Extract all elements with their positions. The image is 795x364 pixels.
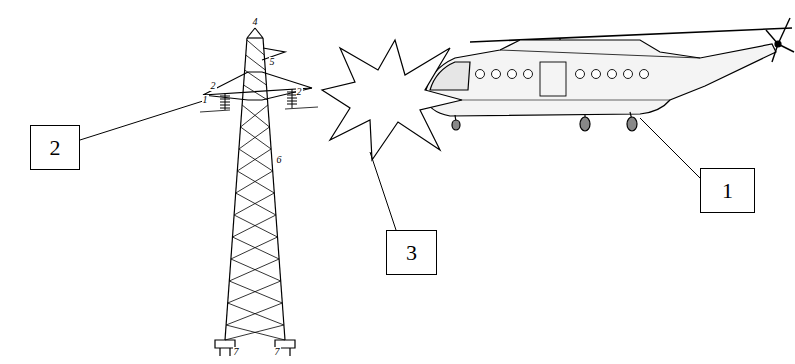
part-number: 1 bbox=[202, 95, 209, 105]
callout-box: 3 bbox=[386, 230, 437, 275]
callout-box: 2 bbox=[30, 125, 80, 170]
callout-number: 1 bbox=[722, 180, 733, 202]
leader-lines bbox=[80, 101, 700, 230]
callout-number: 3 bbox=[406, 242, 417, 264]
part-number: 5 bbox=[269, 57, 276, 67]
part-number: 2 bbox=[210, 81, 217, 91]
part-number: 4 bbox=[252, 17, 259, 27]
callout-number: 2 bbox=[50, 137, 61, 159]
part-number: 6 bbox=[276, 155, 283, 165]
helicopter bbox=[425, 18, 794, 131]
explosion-star bbox=[322, 40, 462, 160]
part-number: 7 bbox=[233, 347, 240, 357]
part-number: 7 bbox=[274, 347, 281, 357]
callout-box: 1 bbox=[700, 168, 755, 213]
part-number: 2 bbox=[296, 87, 303, 97]
transmission-tower bbox=[200, 28, 318, 356]
